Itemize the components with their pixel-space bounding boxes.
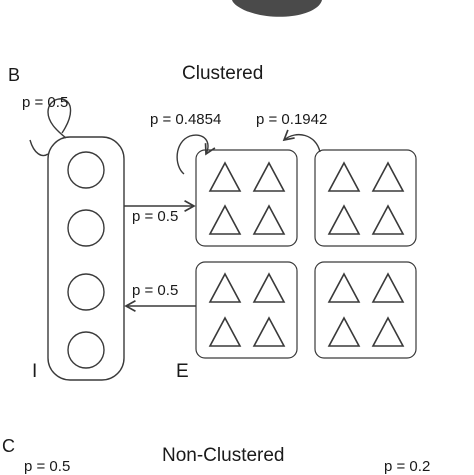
- top-smudge-image: [232, 0, 322, 17]
- inhibitory-self-loop-prob: p = 0.5: [22, 94, 69, 111]
- excitatory-neuron: [208, 161, 242, 192]
- excitatory-neuron: [252, 204, 286, 235]
- excitatory-neuron: [371, 161, 405, 192]
- excitatory-neuron: [371, 272, 405, 303]
- excitatory-neuron: [327, 204, 361, 235]
- excitatory-cluster-top-right: [314, 149, 417, 247]
- e-to-i-prob: p = 0.5: [132, 282, 179, 299]
- panel-b-letter: B: [8, 65, 21, 85]
- panel-b-title: Clustered: [182, 63, 264, 84]
- excitatory-neuron: [208, 204, 242, 235]
- excitatory-neuron: [252, 161, 286, 192]
- excitatory-neuron: [327, 272, 361, 303]
- i-to-e-prob: p = 0.5: [132, 208, 179, 225]
- panel-c-left-prob: p = 0.5: [24, 458, 71, 475]
- inhibitory-neuron-2: [67, 209, 105, 247]
- excitatory-neuron: [252, 316, 286, 347]
- inhibitory-neuron-4: [67, 331, 105, 369]
- excitatory-neuron: [371, 316, 405, 347]
- excitatory-neuron: [327, 316, 361, 347]
- panel-c-right-prob: p = 0.2: [384, 458, 431, 475]
- within-cluster-loop-arrow: [176, 134, 216, 175]
- inhibitory-label: I: [32, 361, 38, 382]
- inhibitory-self-loop-arrow: [47, 98, 72, 139]
- inhibitory-neuron-1: [67, 151, 105, 189]
- excitatory-neuron: [371, 204, 405, 235]
- panel-c-title: Non-Clustered: [162, 445, 285, 466]
- within-cluster-prob: p = 0.4854: [150, 111, 222, 128]
- excitatory-label: E: [176, 361, 189, 382]
- excitatory-neuron: [208, 272, 242, 303]
- between-cluster-arrow: [282, 129, 321, 153]
- excitatory-neuron: [327, 161, 361, 192]
- excitatory-cluster-bottom-left: [195, 261, 298, 359]
- inhibitory-population-box: [47, 136, 125, 381]
- excitatory-neuron: [208, 316, 242, 347]
- excitatory-cluster-bottom-right: [314, 261, 417, 359]
- excitatory-cluster-top-left: [195, 149, 298, 247]
- inhibitory-self-loop-arrowhead: [29, 139, 49, 157]
- panel-c-letter: C: [2, 436, 15, 456]
- between-cluster-prob: p = 0.1942: [256, 111, 328, 128]
- excitatory-neuron: [252, 272, 286, 303]
- inhibitory-neuron-3: [67, 273, 105, 311]
